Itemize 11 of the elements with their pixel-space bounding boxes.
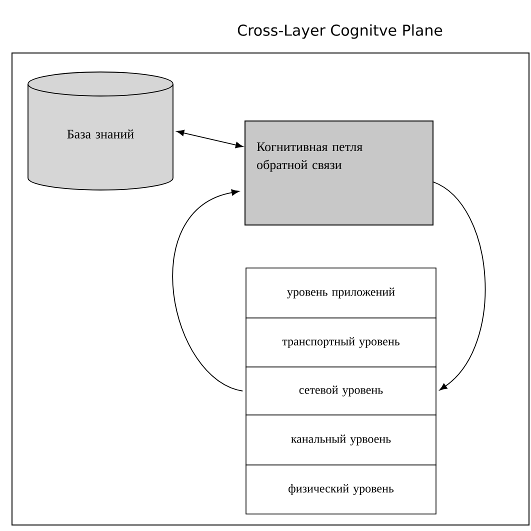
database-cylinder: База знаний — [28, 72, 174, 190]
arrow — [176, 130, 244, 148]
layer-box: сетевой уровень — [246, 366, 436, 416]
node-label: Cross-Layer Cognitve Plane — [238, 24, 442, 39]
layer-box: транспортный уровень — [246, 318, 436, 368]
arrow — [172, 189, 244, 392]
layer-box: физический уровень — [246, 464, 436, 514]
arrow — [433, 182, 486, 390]
process-box: Когнитивная петля обратной связи — [244, 120, 434, 226]
layer-box: канальный урвоень — [246, 414, 436, 466]
layer-box: уровень приложений — [246, 268, 436, 318]
